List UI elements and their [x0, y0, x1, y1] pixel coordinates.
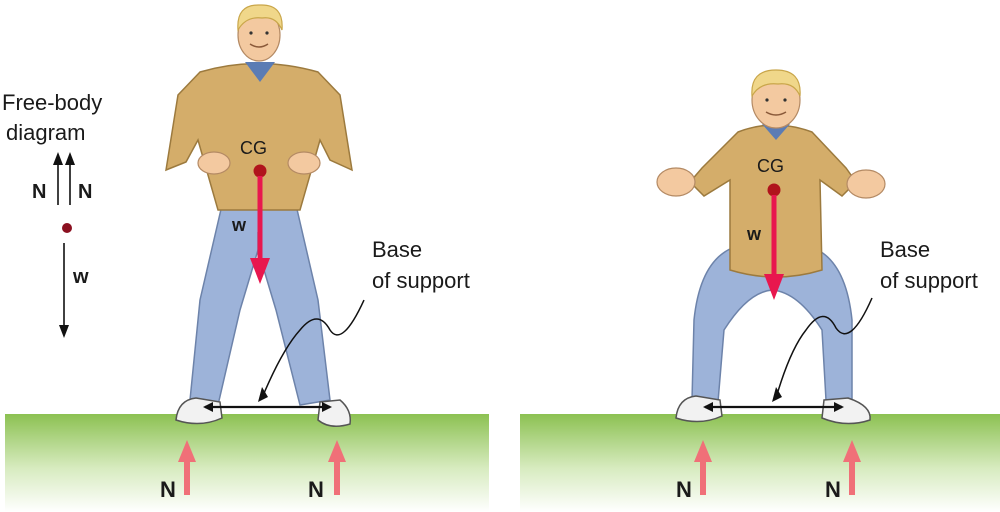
hand-left-figure-left: [197, 151, 231, 175]
left-cg-label: CG: [240, 138, 267, 158]
fbd-normal-arrowhead-left: [53, 152, 63, 165]
pants-left-figure: [189, 204, 331, 406]
shoe-left-figure-right: [317, 399, 352, 427]
undershirt-left-figure: [245, 62, 275, 82]
shoe-right-figure-right: [821, 397, 871, 425]
right-n-left-label: N: [676, 477, 692, 502]
left-base-label-line1: Base: [372, 237, 422, 262]
left-n-left-label: N: [160, 477, 176, 502]
hair-left-figure: [237, 4, 283, 32]
left-w-label: w: [231, 215, 247, 235]
left-base-label-line2: of support: [372, 268, 470, 293]
left-weight-arrowhead: [250, 258, 270, 284]
right-base-leader-line: [775, 297, 873, 399]
fist-right-figure-right: [846, 169, 886, 199]
fist-right-figure-left: [656, 167, 696, 197]
right-w-label: w: [746, 224, 762, 244]
hair-right-figure: [751, 69, 801, 98]
shoe-left-figure-left: [175, 397, 223, 425]
fbd-n-right-label: N: [78, 181, 92, 203]
right-base-label-line1: Base: [880, 237, 930, 262]
fbd-w-label: w: [72, 266, 89, 288]
fbd-normal-arrowhead-right: [65, 152, 75, 165]
right-base-label-line2: of support: [880, 268, 978, 293]
hand-left-figure-right: [287, 151, 321, 175]
right-cg-label: CG: [757, 156, 784, 176]
left-n-right-label: N: [308, 477, 324, 502]
left-cg-dot: [253, 164, 267, 178]
right-weight-arrowhead: [764, 274, 784, 300]
free-body-diagram: Free-body diagram N N w: [2, 90, 102, 338]
ground-left: [5, 414, 489, 512]
right-cg-dot: [767, 183, 781, 197]
fbd-n-left-label: N: [32, 181, 46, 203]
fbd-weight-arrowhead: [59, 325, 69, 338]
shoe-right-figure-left: [675, 395, 723, 423]
fbd-cg-dot: [62, 223, 72, 233]
left-base-leader-line: [261, 299, 365, 399]
ground-right: [520, 414, 1000, 512]
person-standing-illustration: [165, 4, 353, 427]
free-body-title-line1: Free-body: [2, 90, 102, 115]
free-body-title-line2: diagram: [6, 120, 85, 145]
right-n-right-label: N: [825, 477, 841, 502]
person-crouching-illustration: [656, 69, 886, 425]
